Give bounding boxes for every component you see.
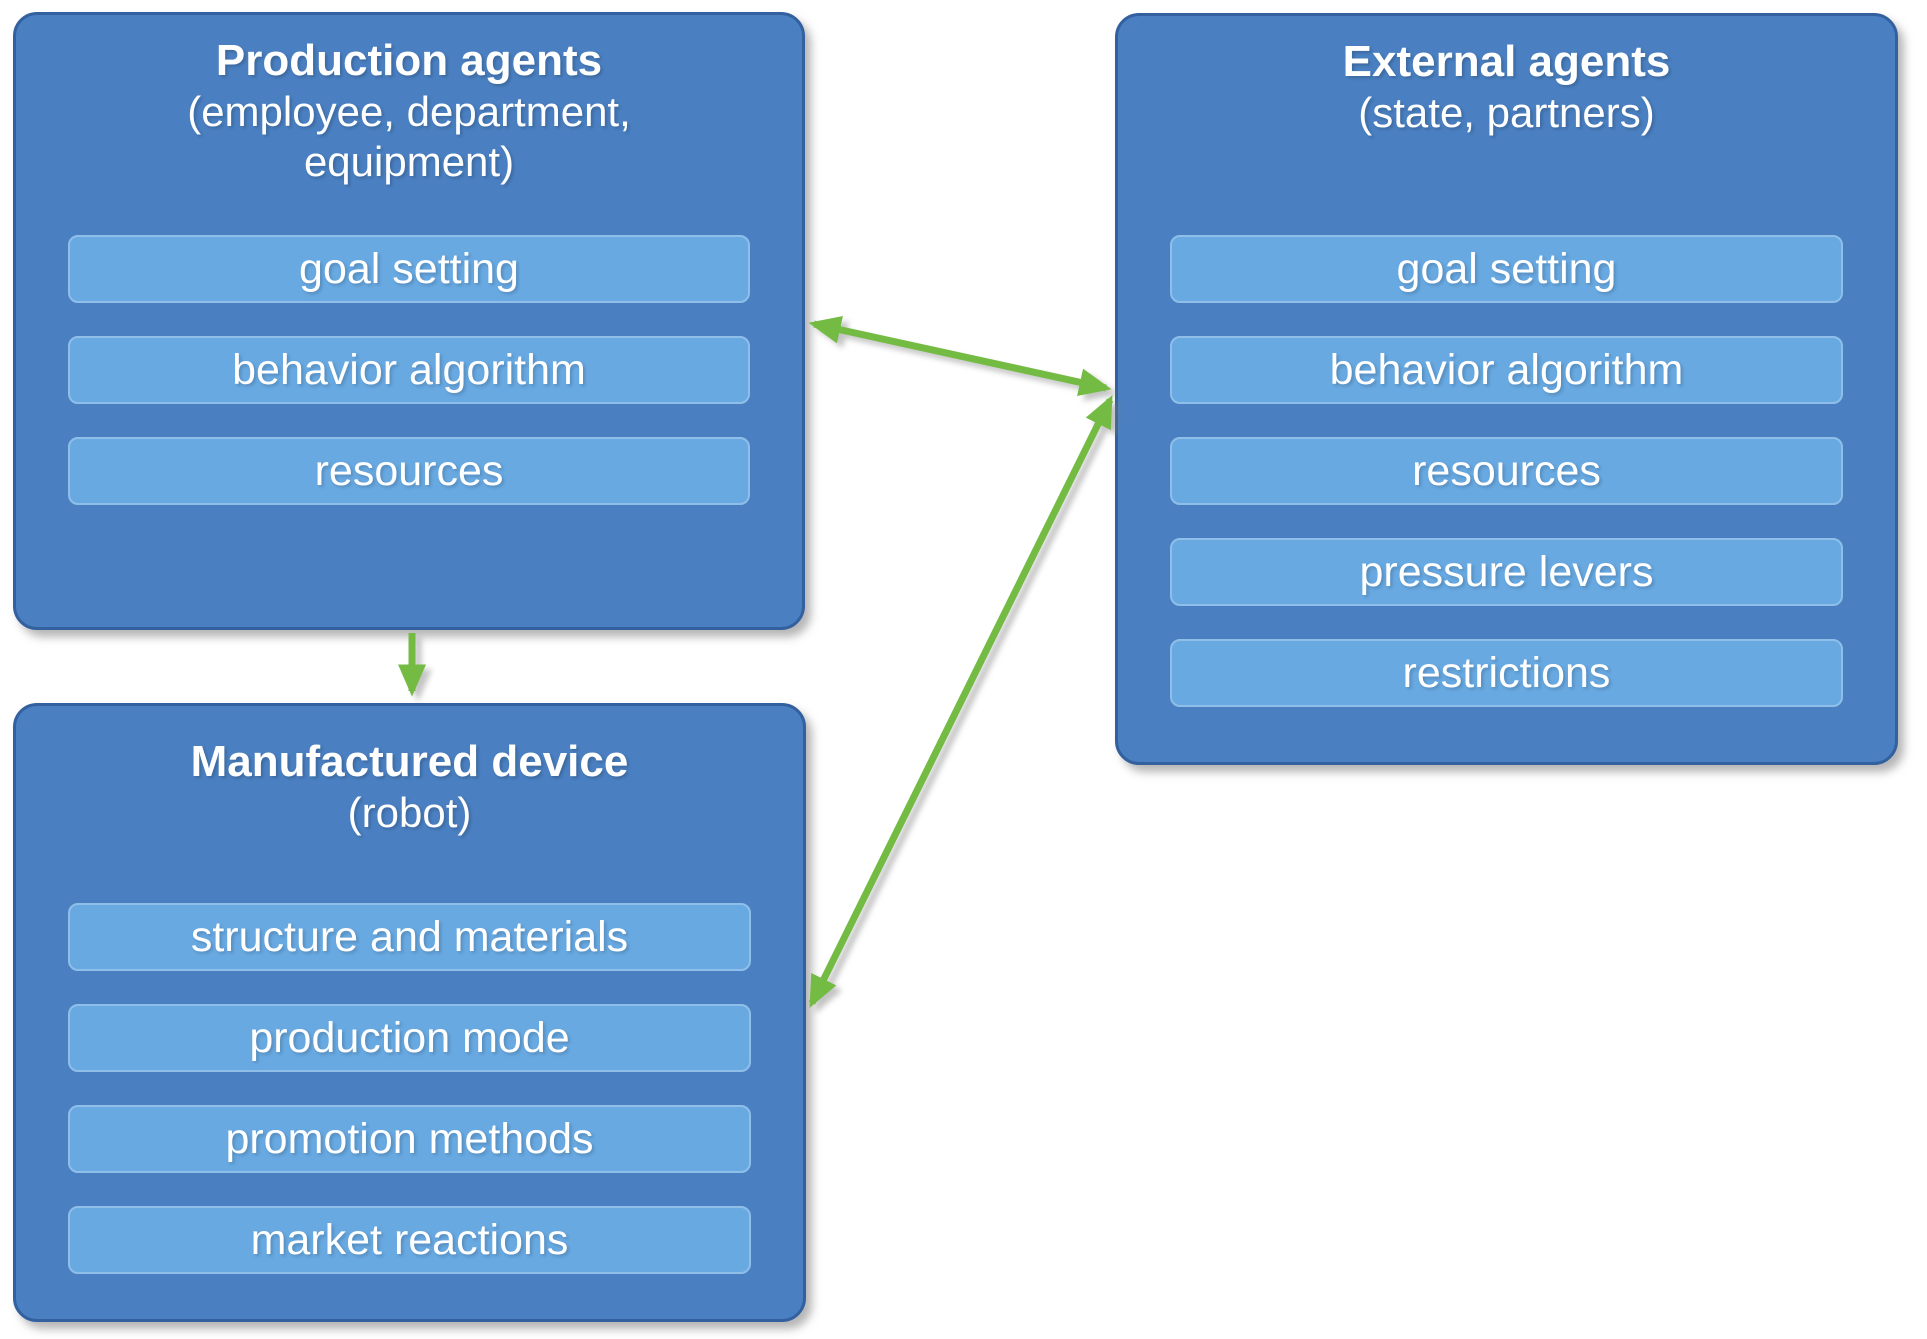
production-agents-title: Production agents	[215, 36, 603, 85]
list-item: resources	[1170, 437, 1843, 505]
list-item: behavior algorithm	[1170, 336, 1843, 404]
list-item: market reactions	[68, 1206, 751, 1274]
arrow-external-device	[808, 394, 1114, 1009]
manufactured-device-title: Manufactured device	[190, 737, 629, 786]
manufactured-device-subtitle: (robot)	[347, 789, 472, 836]
production-agents-items: goal setting behavior algorithm resource…	[16, 235, 802, 505]
arrow-production-external	[808, 316, 1112, 396]
manufactured-device-items: structure and materials production mode …	[16, 903, 803, 1274]
list-item: restrictions	[1170, 639, 1843, 707]
list-item: promotion methods	[68, 1105, 751, 1173]
production-agents-subtitle-line2: equipment)	[303, 138, 515, 185]
external-agents-box: External agents (state, partners) goal s…	[1115, 13, 1898, 765]
manufactured-device-box: Manufactured device (robot) structure an…	[13, 703, 806, 1322]
list-item: resources	[68, 437, 750, 505]
production-agents-subtitle-line1: (employee, department,	[187, 88, 631, 135]
list-item: structure and materials	[68, 903, 751, 971]
list-item: pressure levers	[1170, 538, 1843, 606]
list-item: goal setting	[1170, 235, 1843, 303]
external-agents-subtitle: (state, partners)	[1358, 89, 1655, 136]
external-agents-title: External agents	[1342, 37, 1671, 86]
list-item: production mode	[68, 1004, 751, 1072]
list-item: goal setting	[68, 235, 750, 303]
list-item: behavior algorithm	[68, 336, 750, 404]
production-agents-box: Production agents (employee, department,…	[13, 12, 805, 630]
external-agents-items: goal setting behavior algorithm resource…	[1118, 235, 1895, 707]
